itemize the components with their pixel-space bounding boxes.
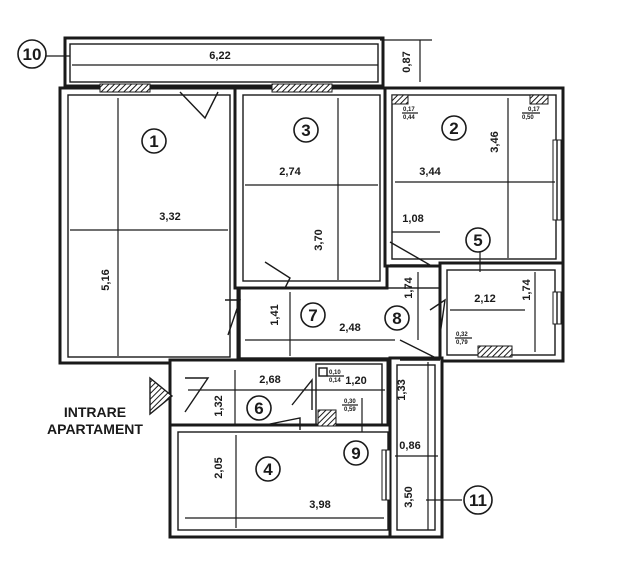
- room-number-6: 6: [254, 399, 263, 418]
- dim-room6-length: 1,32: [213, 395, 225, 416]
- room-number-4: 4: [263, 460, 273, 479]
- duct-e: [317, 409, 337, 427]
- entrance-arrow-icon: [149, 376, 174, 416]
- doors: [179, 91, 446, 430]
- room-number-2: 2: [449, 119, 458, 138]
- dim-room11-width: 0,86: [399, 440, 420, 452]
- duct-b: [529, 94, 549, 105]
- duct-d-top: 0,10: [329, 370, 341, 376]
- entrance-label: INTRARE APARTAMENT: [30, 404, 160, 438]
- duct-c-bottom: 0,79: [456, 340, 468, 346]
- dim-room4-width: 3,98: [309, 499, 330, 511]
- room-marker-6: 6: [246, 395, 272, 421]
- dim-room3-length: 3,70: [313, 229, 325, 250]
- windows: [99, 83, 562, 501]
- duct-a: [391, 94, 409, 105]
- room-number-3: 3: [301, 121, 310, 140]
- room-marker-3: 3: [293, 117, 319, 143]
- room-marker-11: 11: [463, 485, 493, 515]
- dim-room4-length: 2,05: [213, 457, 225, 478]
- dim-room5-offset: 1,08: [402, 213, 423, 225]
- duct-a-bottom: 0,44: [403, 115, 415, 121]
- dim-room1-width: 3,32: [159, 211, 180, 223]
- room-number-7: 7: [308, 306, 317, 325]
- entrance-label-line1: INTRARE: [63, 404, 127, 420]
- room-marker-8: 8: [384, 305, 410, 331]
- duct-c-top: 0,32: [456, 332, 468, 338]
- duct-c: [477, 345, 513, 358]
- room-marker-1: 1: [141, 128, 167, 154]
- balcony-10: [63, 36, 385, 88]
- room-marker-4: 4: [255, 456, 281, 482]
- dim-hall-length: 1,74: [403, 276, 415, 298]
- dim-room1-length: 5,16: [100, 269, 112, 290]
- duct-labels: 0,17 0,44 0,17 0,50 0,32 0,79 0,10 0,14 …: [327, 107, 540, 413]
- duct-a-top: 0,17: [403, 107, 415, 113]
- duct-b-bottom: 0,50: [522, 115, 534, 121]
- dim-room9-width: 1,20: [345, 375, 366, 387]
- entrance-label-line2: APARTAMENT: [47, 421, 143, 437]
- duct-e-top: 0,30: [344, 399, 356, 405]
- dim-strip-length: 1,33: [396, 379, 408, 400]
- dim-room5-width: 2,12: [474, 293, 495, 305]
- room-marker-5: 5: [465, 227, 491, 253]
- dim-room2-width: 3,44: [419, 166, 441, 178]
- room-number-10: 10: [23, 45, 42, 64]
- room-number-8: 8: [392, 309, 401, 328]
- room-marker-7: 7: [300, 302, 326, 328]
- dim-room2-length: 3,46: [489, 131, 501, 152]
- room-number-1: 1: [149, 132, 158, 151]
- duct-e-bottom: 0,59: [344, 407, 356, 413]
- dimension-labels: 6,22 0,87 3,32 5,16 2,74 3,70 3,44 3,46 …: [100, 50, 533, 511]
- dim-room11-length: 3,50: [403, 486, 415, 507]
- room-marker-9: 9: [343, 440, 369, 466]
- window-room3: [271, 83, 333, 93]
- dim-room7-length: 1,41: [269, 304, 281, 325]
- ducts: [317, 94, 549, 427]
- dim-room3-width: 2,74: [279, 166, 301, 178]
- room-marker-10: 10: [17, 39, 47, 69]
- duct-d-bottom: 0,14: [329, 378, 341, 384]
- room-number-9: 9: [351, 444, 360, 463]
- room-number-5: 5: [473, 231, 482, 250]
- dimension-lines: [30, 39, 555, 530]
- duct-b-top: 0,17: [528, 107, 540, 113]
- window-room1: [99, 83, 151, 93]
- dim-balcony-depth: 0,87: [401, 51, 413, 72]
- dim-room5-length: 1,74: [521, 278, 533, 300]
- dim-balcony-length: 6,22: [209, 50, 230, 62]
- dim-room7-width: 2,48: [339, 322, 360, 334]
- room-number-11: 11: [469, 491, 487, 510]
- room-numbers: 10 1 3 2 5 7 8 6: [17, 39, 493, 515]
- room-marker-2: 2: [441, 115, 467, 141]
- dim-room6-width: 2,68: [259, 374, 280, 386]
